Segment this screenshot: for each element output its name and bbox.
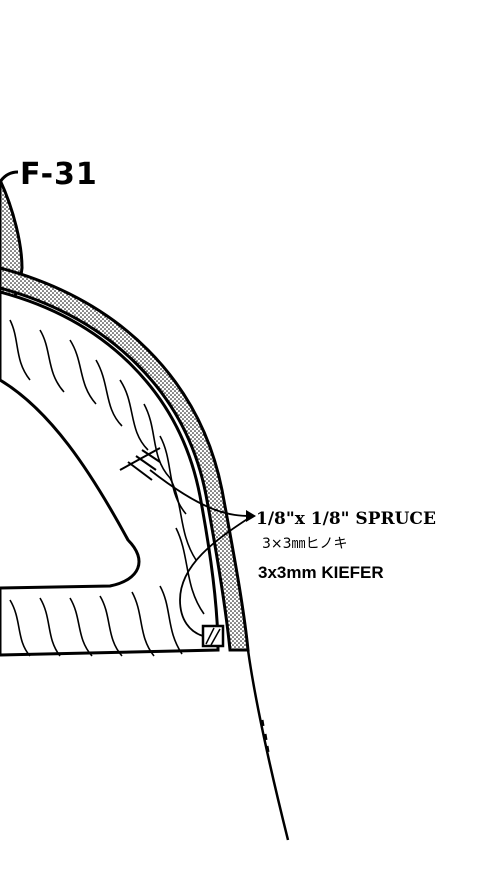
stringer-hatch (205, 627, 221, 646)
f31-leader-line (0, 170, 19, 183)
callout-label-en: 1/8"x 1/8" SPRUCE (256, 509, 436, 529)
stringer-binding (119, 447, 161, 481)
part-label-f31: F-31 (20, 157, 98, 192)
callout-label-de: 3x3mm KIEFER (258, 563, 384, 582)
fuselage-outline-line (246, 649, 290, 841)
outer-skin-stippled (0, 266, 250, 652)
callout-label-jp: 3×3㎜ヒノキ (262, 536, 348, 552)
dash-marks (260, 719, 270, 753)
callout-leader-lines (149, 469, 253, 637)
callout-arrowhead (246, 510, 256, 522)
wood-body (0, 290, 220, 657)
